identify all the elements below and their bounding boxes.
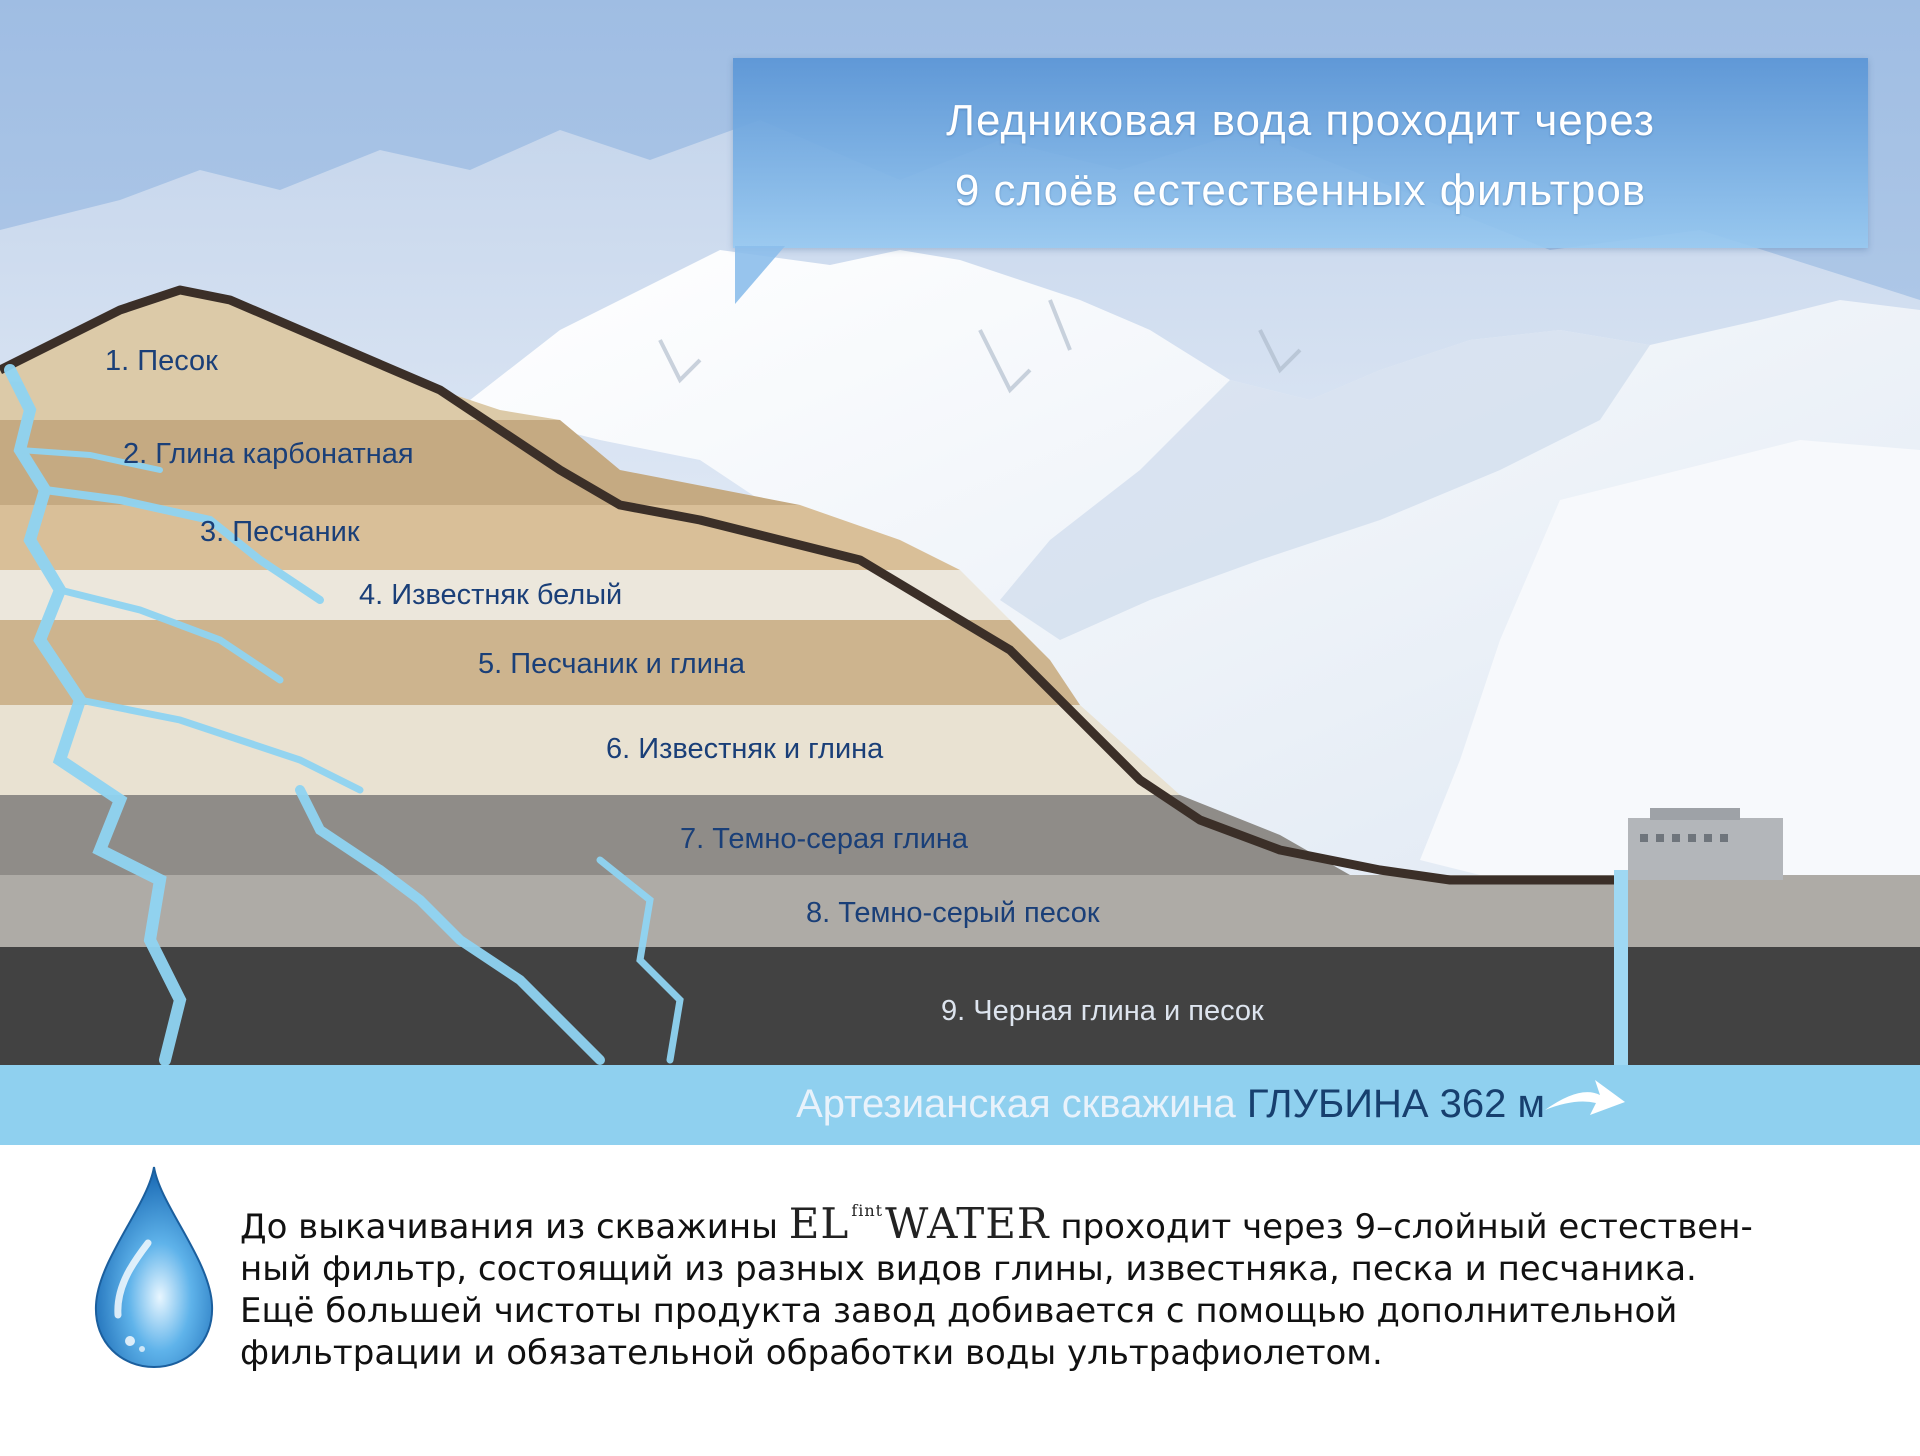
description-line-2: ный фильтр, состоящий из разных видов гл… bbox=[240, 1249, 1697, 1289]
rock-streaks bbox=[658, 299, 1302, 394]
layer-1-sand bbox=[0, 290, 560, 420]
layer-label-4: 4. Известняк белый bbox=[359, 579, 623, 611]
snow-ridge-right bbox=[1420, 440, 1920, 880]
layer-label-6: 6. Известняк и глина bbox=[606, 733, 884, 765]
description-line-3: Ещё большей чистоты продукта завод добив… bbox=[240, 1291, 1678, 1331]
layer-label-7: 7. Темно-серая глина bbox=[680, 823, 969, 855]
well-caption: Артезианская скважина ГЛУБИНА 362 м bbox=[0, 1082, 1545, 1127]
layer-6-limestone-clay bbox=[0, 705, 1180, 795]
layer-label-9: 9. Черная глина и песок bbox=[941, 995, 1264, 1027]
description-line-4: фильтрации и обязательной обработки воды… bbox=[240, 1333, 1383, 1373]
layer-3-sandstone bbox=[0, 505, 960, 570]
layer-label-2: 2. Глина карбонатная bbox=[123, 438, 414, 470]
factory-windows bbox=[1640, 834, 1728, 842]
well-arrow-icon bbox=[1545, 1080, 1625, 1115]
well-pipe bbox=[1614, 870, 1628, 1065]
layer-label-3: 3. Песчаник bbox=[200, 516, 360, 548]
title-callout-tail bbox=[735, 246, 835, 304]
layer-5-sandstone-clay bbox=[0, 620, 1080, 705]
snow-shadow bbox=[1000, 330, 1650, 640]
well-name: Артезианская скважина bbox=[796, 1082, 1236, 1126]
layer-9-black-clay-sand bbox=[0, 945, 1920, 1065]
layer-8-dark-gray-sand bbox=[0, 875, 1920, 947]
layer-label-1: 1. Песок bbox=[105, 345, 218, 377]
well-depth: ГЛУБИНА 362 м bbox=[1246, 1082, 1545, 1126]
title-line-2: 9 слоёв естественных фильтров bbox=[954, 166, 1647, 215]
title-line-1: Ледниковая вода проходит через bbox=[946, 96, 1655, 145]
layer-4-white-limestone bbox=[0, 570, 1010, 620]
factory-building bbox=[1628, 818, 1783, 880]
layer-7-dark-gray-clay bbox=[0, 795, 1350, 875]
layer-label-5: 5. Песчаник и глина bbox=[478, 648, 746, 680]
title-callout: Ледниковая вода проходит через 9 слоёв е… bbox=[733, 58, 1868, 248]
water-veins bbox=[4, 364, 684, 1066]
layer-2-carbonate-clay bbox=[0, 420, 800, 505]
factory-roof bbox=[1650, 808, 1740, 820]
layer-label-8: 8. Темно-серый песок bbox=[806, 897, 1100, 929]
water-drop-icon bbox=[94, 1166, 214, 1369]
soil-outline bbox=[0, 285, 1620, 885]
